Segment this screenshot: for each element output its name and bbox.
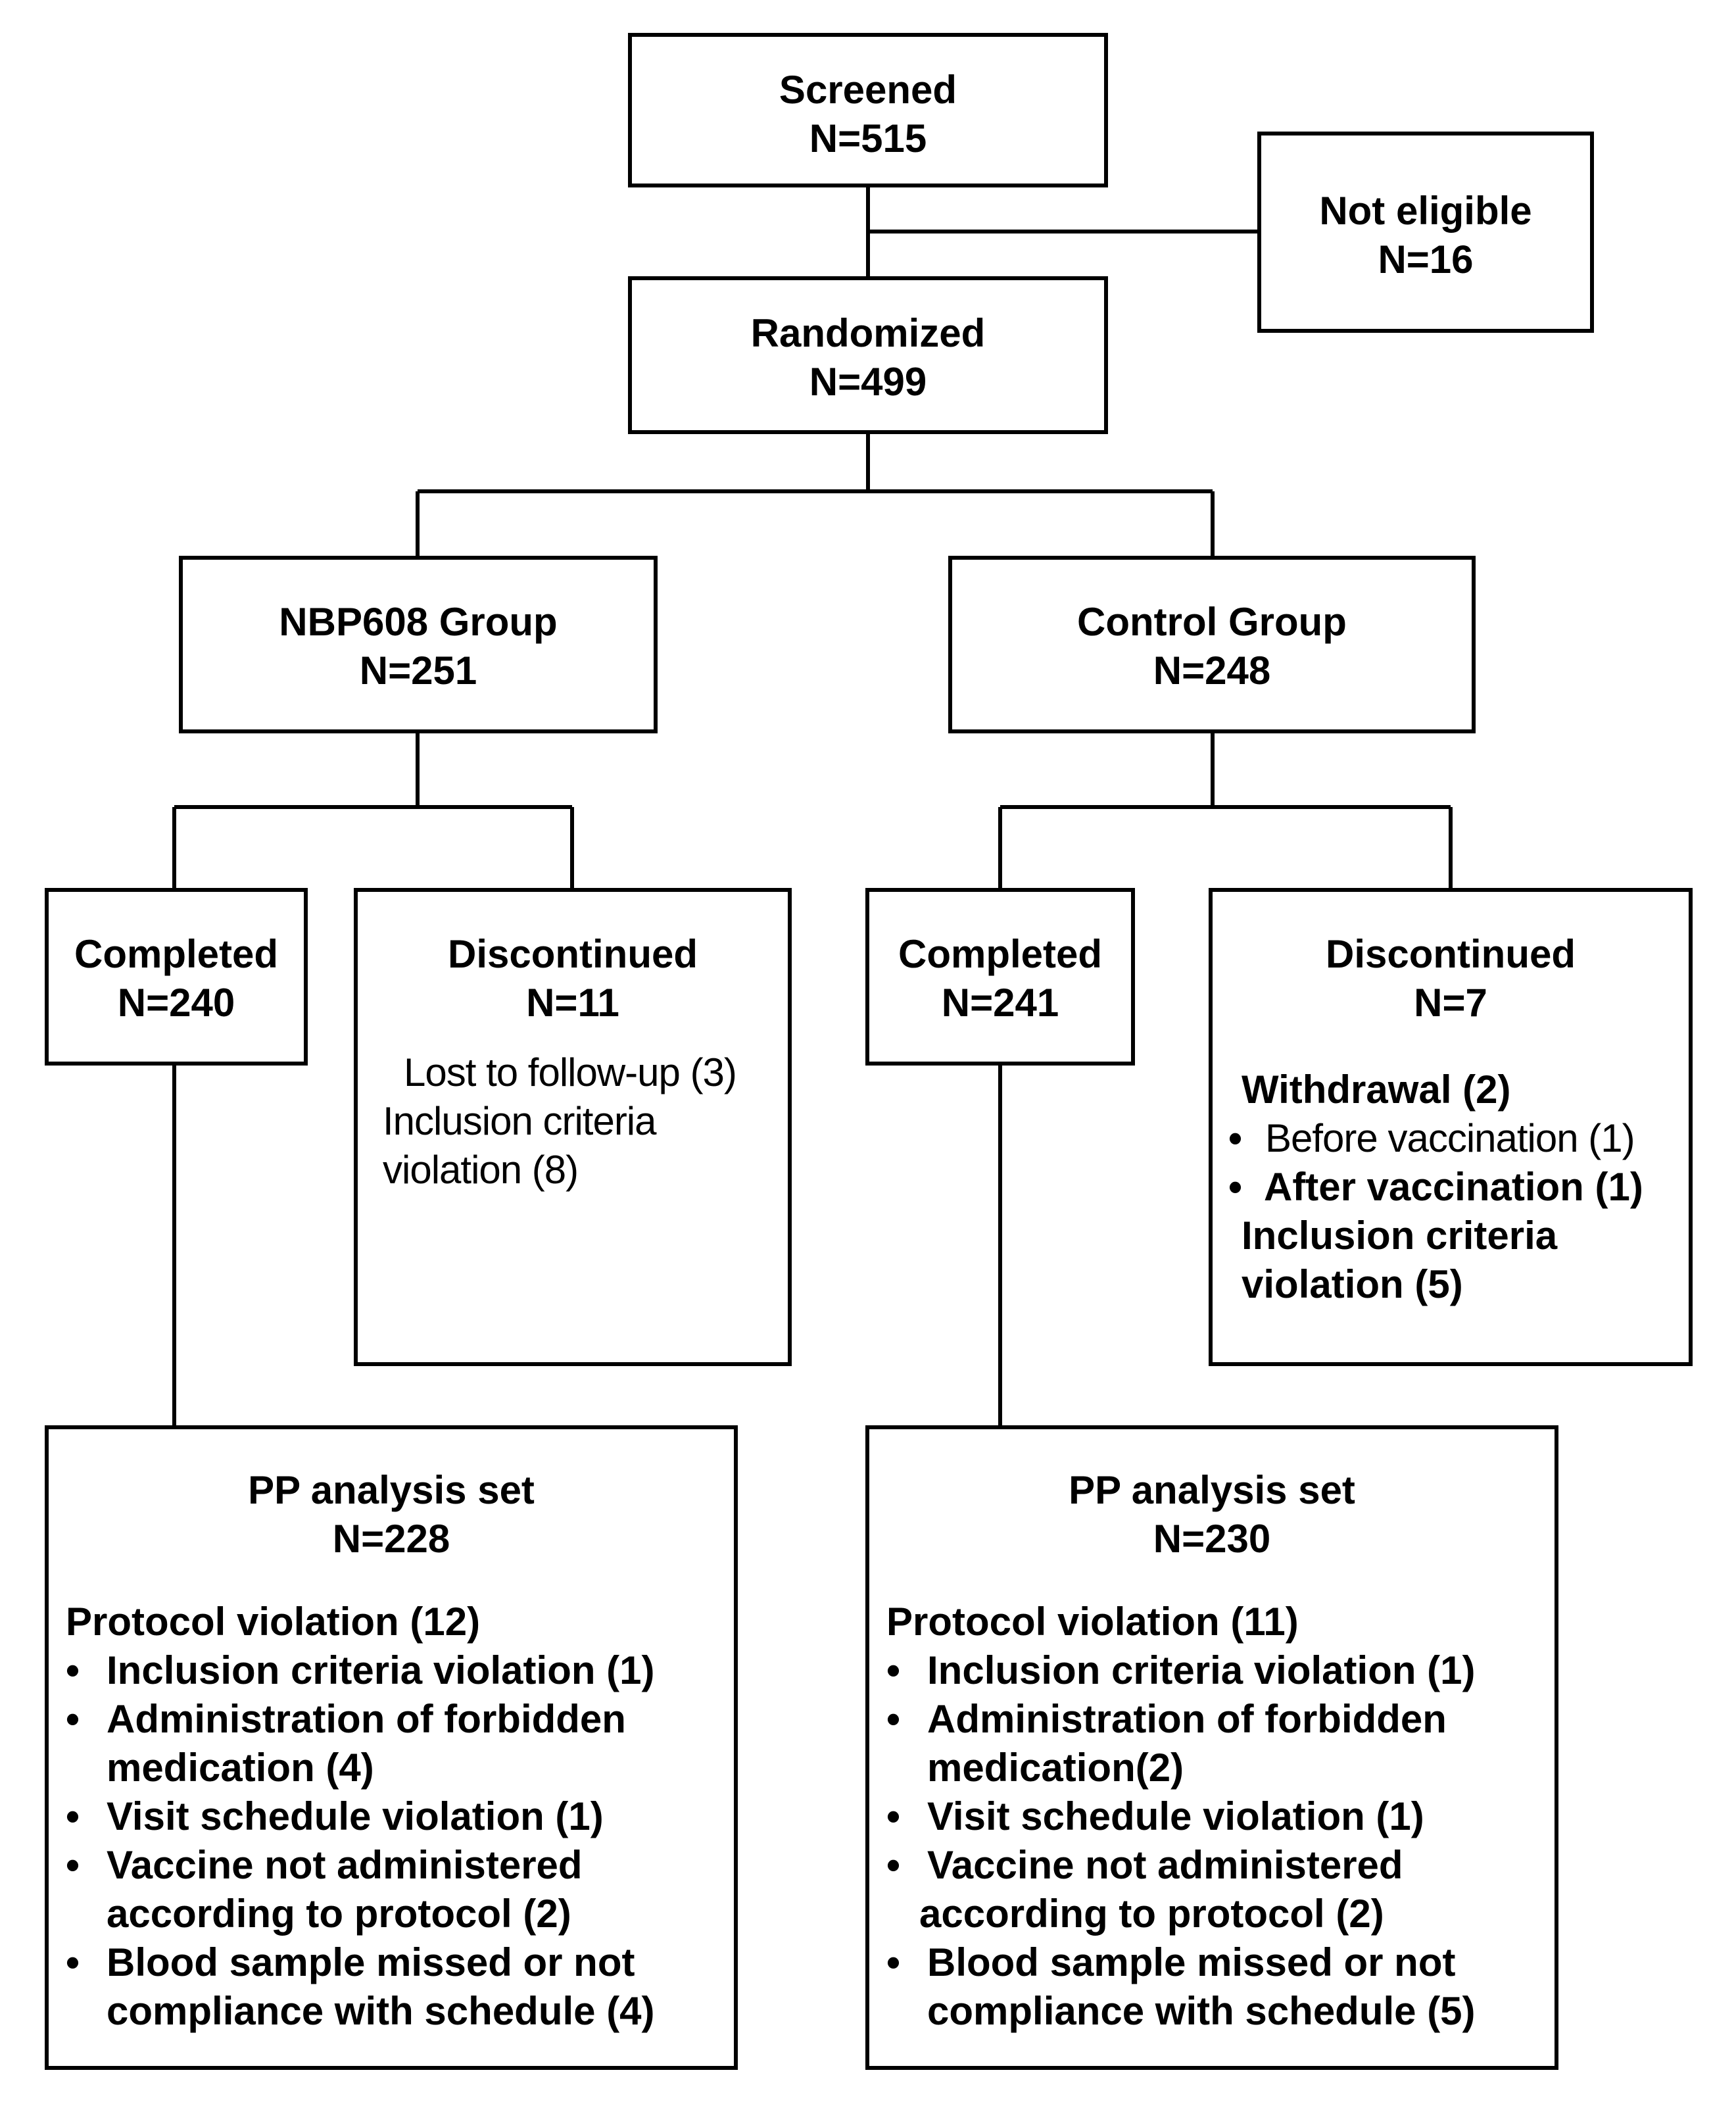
nbp-pp-item-blood-1: Blood sample missed or not: [107, 1940, 635, 1984]
control-group-count: N=248: [1153, 649, 1271, 693]
ctrl-pp-item-inclusion: Inclusion criteria violation (1): [927, 1648, 1476, 1692]
ctrl-pp-item-forbidden-1: Administration of forbidden: [927, 1697, 1447, 1741]
nbp-pp-item-vaccine-1: Vaccine not administered: [107, 1843, 583, 1887]
nbp-pp-bullet: •: [66, 1648, 80, 1692]
ctrl-discontinued-title: Discontinued: [1325, 932, 1576, 976]
nbp-completed-count: N=240: [117, 981, 235, 1025]
randomized-count: N=499: [809, 360, 927, 404]
ctrl-pp-bullet: •: [886, 1843, 901, 1887]
nbp-pp-bullet: •: [66, 1940, 80, 1984]
nbp-pp-item-vaccine-2: according to protocol (2): [107, 1892, 571, 1936]
nbp-pp-analysis-box: PP analysis set N=228 Protocol violation…: [45, 1425, 738, 2070]
control-group-title: Control Group: [1077, 600, 1347, 644]
ctrl-pp-analysis-box: PP analysis set N=230 Protocol violation…: [865, 1425, 1558, 2070]
not-eligible-box: Not eligible N=16: [1257, 132, 1594, 333]
ctrl-pp-item-visit: Visit schedule violation (1): [927, 1794, 1424, 1838]
ctrl-completed-title: Completed: [898, 932, 1103, 976]
ctrl-pp-item-forbidden-2: medication(2): [927, 1746, 1184, 1790]
control-group-box: Control Group N=248: [948, 556, 1476, 733]
ctrl-pp-item-vaccine-1: Vaccine not administered: [927, 1843, 1403, 1887]
nbp-pp-item-blood-2: compliance with schedule (4): [107, 1989, 655, 2033]
nbp-pp-bullet: •: [66, 1697, 80, 1741]
ctrl-discontinued-box: Discontinued N=7 Withdrawal (2) • Before…: [1209, 888, 1693, 1366]
ctrl-discontinued-inclusion: Inclusion criteria: [1242, 1214, 1558, 1258]
ctrl-discontinued-count: N=7: [1414, 981, 1487, 1025]
ctrl-discontinued-violation: violation (5): [1242, 1262, 1463, 1306]
nbp-discontinued-count: N=11: [526, 981, 619, 1025]
nbp-pp-count: N=228: [332, 1517, 450, 1561]
nbp608-group-count: N=251: [359, 649, 477, 693]
nbp-pp-title: PP analysis set: [248, 1468, 535, 1512]
ctrl-pp-bullet: •: [886, 1648, 901, 1692]
screened-count: N=515: [809, 116, 927, 160]
nbp-pp-bullet: •: [66, 1794, 80, 1838]
nbp-completed-title: Completed: [74, 932, 279, 976]
nbp-discontinued-reason-violation: violation (8): [383, 1148, 579, 1192]
ctrl-pp-item-blood-2: compliance with schedule (5): [927, 1989, 1476, 2033]
randomized-box: Randomized N=499: [628, 276, 1108, 434]
nbp-completed-box: Completed N=240: [45, 888, 308, 1066]
not-eligible-title: Not eligible: [1319, 189, 1532, 233]
screened-box: Screened N=515: [628, 33, 1108, 187]
ctrl-withdrawal-after: After vaccination (1): [1264, 1165, 1643, 1209]
nbp-pp-item-visit: Visit schedule violation (1): [107, 1794, 604, 1838]
not-eligible-count: N=16: [1378, 237, 1474, 282]
ctrl-pp-bullet: •: [886, 1794, 901, 1838]
ctrl-withdrawal-before: Before vaccination (1): [1265, 1116, 1635, 1160]
ctrl-withdrawal-heading: Withdrawal (2): [1242, 1067, 1511, 1112]
nbp-pp-item-forbidden-1: Administration of forbidden: [107, 1697, 626, 1741]
screened-title: Screened: [779, 68, 957, 112]
nbp608-group-box: NBP608 Group N=251: [179, 556, 658, 733]
nbp-pp-bullet: •: [66, 1843, 80, 1887]
ctrl-pp-bullet: •: [886, 1697, 901, 1741]
ctrl-pp-title: PP analysis set: [1069, 1468, 1355, 1512]
ctrl-withdrawal-bullet-1: •: [1228, 1116, 1243, 1160]
ctrl-completed-count: N=241: [941, 981, 1059, 1025]
nbp-discontinued-box: Discontinued N=11 Lost to follow-up (3) …: [354, 888, 792, 1366]
randomized-title: Randomized: [750, 311, 986, 355]
nbp-pp-item-forbidden-2: medication (4): [107, 1746, 374, 1790]
nbp-pp-violation-heading: Protocol violation (12): [66, 1600, 481, 1644]
nbp-discontinued-reason-inclusion: Inclusion criteria: [383, 1099, 657, 1143]
ctrl-pp-item-blood-1: Blood sample missed or not: [927, 1940, 1456, 1984]
ctrl-pp-count: N=230: [1153, 1517, 1271, 1561]
nbp-pp-item-inclusion: Inclusion criteria violation (1): [107, 1648, 655, 1692]
ctrl-withdrawal-bullet-2: •: [1228, 1165, 1243, 1209]
nbp608-group-title: NBP608 Group: [279, 600, 558, 644]
ctrl-pp-item-vaccine-2: according to protocol (2): [919, 1892, 1384, 1936]
nbp-discontinued-reason-lost: Lost to follow-up (3): [404, 1050, 737, 1094]
ctrl-pp-bullet: •: [886, 1940, 901, 1984]
nbp-discontinued-title: Discontinued: [447, 932, 698, 976]
ctrl-pp-violation-heading: Protocol violation (11): [886, 1600, 1299, 1644]
ctrl-completed-box: Completed N=241: [865, 888, 1135, 1066]
